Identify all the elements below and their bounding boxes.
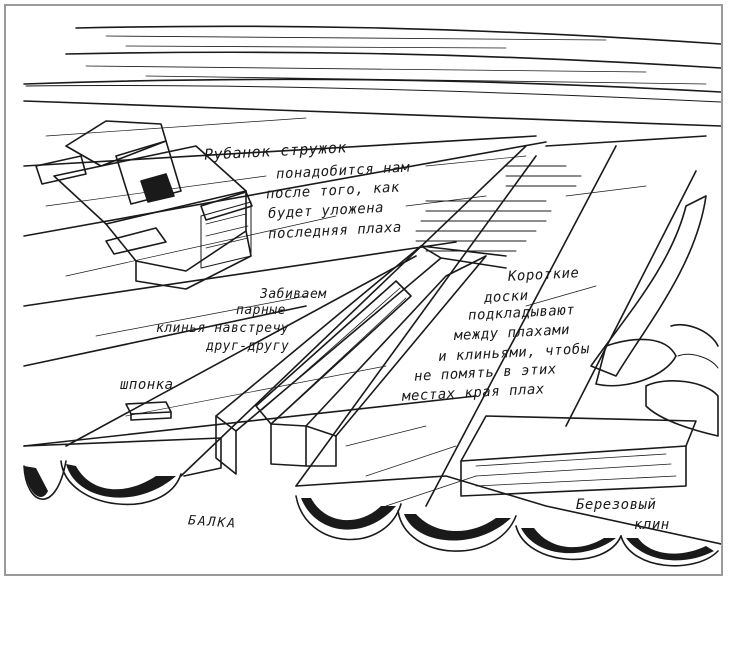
birch-wedge-label-line-2: клин [634, 517, 670, 533]
dowel-label: шпонка [120, 377, 174, 393]
short-boards-note-line-1: Короткие [507, 265, 580, 285]
wedges-note-line-3: клинья навстречу [156, 321, 290, 336]
beam-label: БАЛКА [187, 513, 238, 532]
wooden-plane [35, 120, 253, 290]
axe-and-hand [590, 195, 719, 437]
short-boards-note-line-2: доски [483, 287, 530, 307]
wedges-note-line-1: Забиваем [260, 287, 327, 302]
wedges-note-line-2: парные [236, 303, 286, 318]
wall-logs [23, 25, 721, 103]
gap-hatching [415, 165, 582, 252]
dowel-shponka [125, 401, 172, 421]
wedges-note-line-4: друг-другу [206, 339, 290, 354]
birch-wedge [460, 415, 697, 497]
illustration-frame: Рубанок стружок понадобится нам после то… [4, 4, 723, 576]
profile-hatching [24, 464, 714, 561]
floor-laying-illustration [23, 25, 721, 567]
plank-profiles [23, 437, 721, 567]
birch-wedge-label-line-1: Березовый [576, 497, 657, 513]
